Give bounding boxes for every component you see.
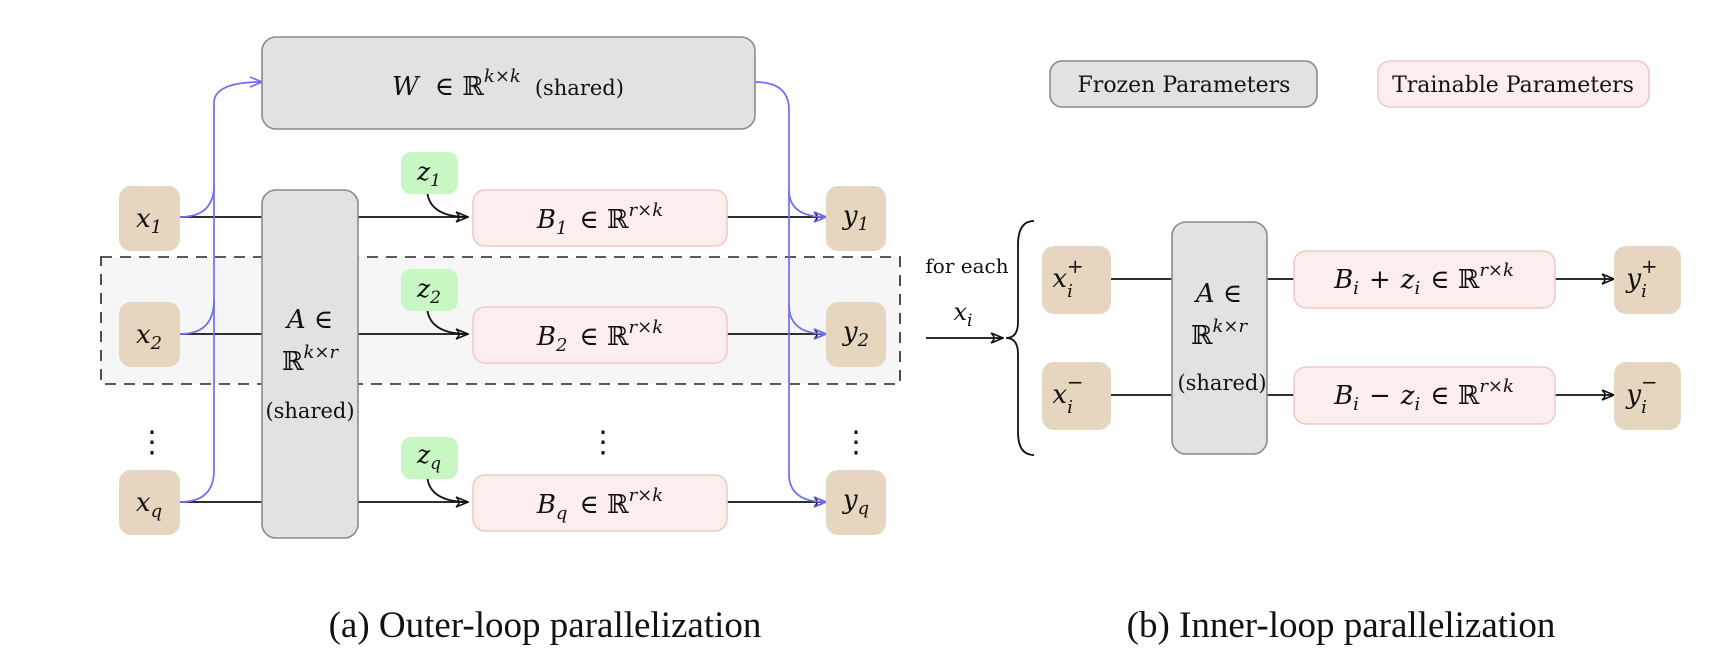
route-W-to-yq	[788, 305, 826, 502]
output-yq: yq	[826, 470, 886, 535]
legend-frozen-label: Frozen Parameters	[1078, 73, 1291, 98]
A-inner-line1: A ∈	[1194, 279, 1242, 309]
input-x2: x2	[119, 302, 180, 367]
svg-text:B2∈ ℝr×k: B2∈ ℝr×k	[536, 317, 663, 356]
for-each-var: xi	[954, 298, 973, 331]
svg-text:xi+: xi+	[1052, 254, 1083, 302]
w-routing-arrows	[179, 81, 826, 503]
inner-B-boxes: Bi+zi∈ ℝr×k Bi−zi∈ ℝr×k	[1293, 250, 1556, 425]
W-label: W∈ ℝk×k(shared)	[392, 66, 624, 102]
route-x1-to-W	[179, 82, 262, 218]
input-x-minus: xi−	[1042, 362, 1111, 430]
svg-text:x1: x1	[136, 204, 162, 238]
A-outer-line2: ℝk×r	[282, 342, 340, 377]
inner-connection-lines	[1111, 279, 1614, 395]
ellipsis-inputs: ⋮	[137, 425, 167, 460]
output-y1: y1	[826, 186, 886, 251]
A-frozen-box-outer: A ∈ ℝk×r (shared)	[261, 189, 359, 539]
noise-z1: z1	[401, 152, 458, 194]
A-inner-line2: ℝk×r	[1191, 316, 1249, 351]
B2-trainable-box: B2∈ ℝr×k	[472, 306, 728, 364]
svg-text:yq: yq	[842, 485, 869, 519]
svg-text:xi−: xi−	[1052, 370, 1083, 418]
svg-text:Bi−zi∈ ℝr×k: Bi−zi∈ ℝr×k	[1333, 376, 1514, 415]
svg-text:y2: y2	[842, 317, 869, 351]
svg-text:y1: y1	[842, 201, 869, 235]
legend-trainable-label: Trainable Parameters	[1392, 73, 1634, 98]
noise-nodes: z1 z2 zq	[401, 152, 458, 479]
output-y-plus: yi+	[1614, 246, 1681, 314]
noise-zq: zq	[401, 437, 458, 479]
A-inner-note: (shared)	[1177, 371, 1266, 395]
legend-frozen: Frozen Parameters	[1049, 60, 1318, 108]
B1-trainable-box: B1∈ ℝr×k	[472, 189, 728, 247]
ellipsis-outputs: ⋮	[841, 425, 871, 460]
W-frozen-box: W∈ ℝk×k(shared)	[261, 36, 756, 130]
ellipsis-B: ⋮	[588, 425, 618, 460]
svg-text:z1: z1	[416, 157, 441, 191]
A-outer-line1: A ∈	[285, 305, 333, 335]
input-x-plus: xi+	[1042, 246, 1111, 314]
svg-text:x2: x2	[136, 320, 162, 354]
noise-z2: z2	[401, 269, 458, 311]
svg-text:xq: xq	[136, 488, 162, 522]
legend-trainable: Trainable Parameters	[1377, 60, 1650, 108]
outer-input-nodes: x1 x2 xq	[119, 186, 180, 535]
for-each-connector: for each xi	[925, 220, 1035, 456]
for-each-label: for each	[925, 254, 1008, 278]
svg-text:zq: zq	[416, 440, 441, 474]
svg-text:B1∈ ℝr×k: B1∈ ℝr×k	[536, 200, 663, 239]
caption-outer: (a) Outer-loop parallelization	[329, 605, 762, 646]
caption-inner: (b) Inner-loop parallelization	[1127, 605, 1556, 646]
ellipses: ⋮ ⋮ ⋮	[137, 425, 871, 460]
A-outer-note: (shared)	[265, 399, 354, 423]
inner-io-nodes: xi+ xi− yi+ yi−	[1042, 246, 1681, 430]
A-frozen-box-inner: A ∈ ℝk×r (shared)	[1171, 221, 1268, 455]
legend: Frozen Parameters Trainable Parameters	[1049, 60, 1650, 108]
curly-brace	[1005, 220, 1035, 456]
svg-text:Bq∈ ℝr×k: Bq∈ ℝr×k	[536, 485, 663, 524]
B-plus-z-trainable-box: Bi+zi∈ ℝr×k	[1293, 250, 1556, 309]
output-y2: y2	[826, 302, 886, 367]
input-x1: x1	[119, 186, 180, 251]
svg-text:z2: z2	[416, 274, 441, 308]
Bq-trainable-box: Bq∈ ℝr×k	[472, 474, 728, 532]
svg-text:yi+: yi+	[1625, 254, 1657, 302]
svg-text:Bi+zi∈ ℝr×k: Bi+zi∈ ℝr×k	[1333, 260, 1514, 299]
input-xq: xq	[119, 470, 180, 535]
route-W-to-y1	[754, 81, 826, 217]
svg-text:yi−: yi−	[1625, 370, 1657, 418]
B-minus-z-trainable-box: Bi−zi∈ ℝr×k	[1293, 366, 1556, 425]
outer-output-nodes: y1 y2 yq	[826, 186, 886, 535]
output-y-minus: yi−	[1614, 362, 1681, 430]
outer-B-boxes: B1∈ ℝr×k B2∈ ℝr×k Bq∈ ℝr×k	[472, 189, 728, 532]
route-xq-to-W	[179, 300, 215, 503]
outer-connection-lines	[180, 187, 826, 502]
